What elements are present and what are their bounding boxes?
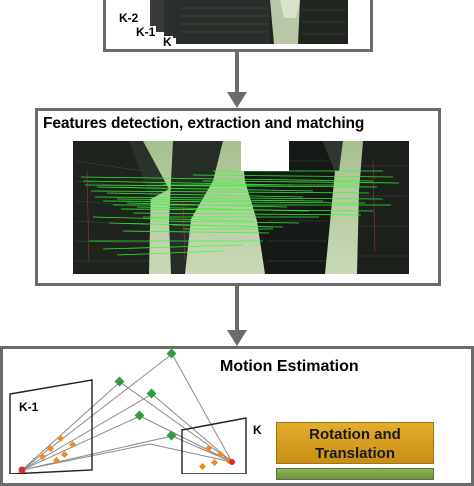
feature-matching-image bbox=[73, 141, 409, 274]
epipolar-geometry-diagram bbox=[9, 348, 247, 474]
flow-arrow-1 bbox=[227, 52, 247, 108]
frame-label-k-2: K-2 bbox=[118, 11, 140, 25]
flow-arrow-2 bbox=[227, 286, 247, 346]
camera-label-k-1: K-1 bbox=[18, 400, 40, 414]
motion-estimation-title: Motion Estimation bbox=[220, 358, 359, 375]
green-result-box bbox=[276, 468, 434, 480]
rotation-translation-box: Rotation and Translation bbox=[276, 422, 434, 464]
feature-matching-title: Features detection, extraction and match… bbox=[43, 115, 365, 132]
frame-label-k-1: K-1 bbox=[135, 25, 157, 39]
frame-label-k: K bbox=[162, 35, 173, 49]
image-sequence-frames bbox=[150, 0, 348, 44]
camera-label-k: K bbox=[252, 423, 263, 437]
